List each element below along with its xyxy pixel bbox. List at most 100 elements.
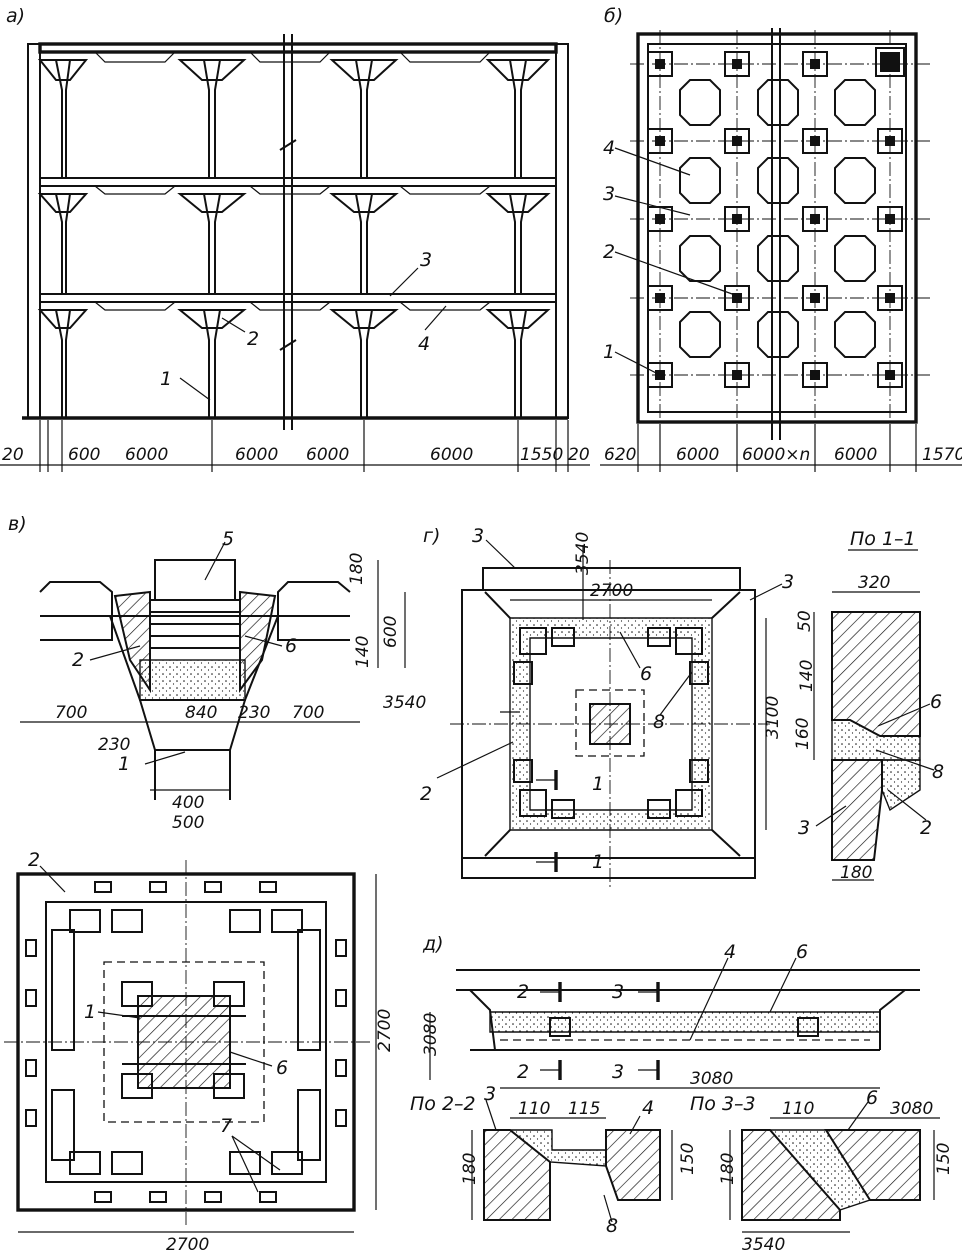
capital-core — [139, 659, 246, 701]
callout-s11-2: 2 — [920, 817, 932, 839]
dim-s11-320: 320 — [858, 573, 890, 593]
dim-a-6: 1550 — [520, 445, 563, 465]
callout-s22-8: 8 — [606, 1215, 618, 1237]
section-3-3-right — [824, 1129, 921, 1201]
callout-a-2: 2 — [247, 328, 259, 350]
panel-d-label: д) — [422, 933, 444, 955]
callout-a-4: 4 — [418, 333, 430, 355]
dim-a-5: 6000 — [430, 445, 473, 465]
panel-a-frame-elevation: а) — [0, 5, 590, 472]
section-1-1-lower — [831, 759, 883, 861]
dim-g-3540-top: 3540 — [573, 532, 593, 575]
callout-g-1a: 1 — [592, 773, 604, 795]
panel-v-capital-section: в) 180 600 140 700 840 230 — [8, 513, 406, 833]
callout-v-6: 6 — [285, 635, 297, 657]
dim-cap-2700-h: 2700 — [166, 1235, 209, 1255]
capital-plan-edge-holes — [25, 881, 347, 1203]
callout-d-3a: 3 — [612, 981, 624, 1003]
capital-rebars — [150, 599, 240, 649]
dim-b-4: 1570 — [922, 445, 962, 465]
dim-a-4: 6000 — [306, 445, 349, 465]
dim-s33-3540: 3540 — [742, 1235, 785, 1255]
panel-b-label: б) — [604, 5, 623, 27]
callout-g-2: 2 — [420, 783, 432, 805]
dim-d-3080-h: 3080 — [690, 1069, 733, 1089]
panel-b-floor-plan: б) — [600, 5, 962, 472]
dim-v-400: 400 — [172, 793, 204, 813]
panel-a-dimensions: 20 600 6000 6000 6000 6000 1550 20 — [0, 420, 590, 472]
section-1-1-upper — [831, 611, 921, 737]
callout-g-8: 8 — [653, 711, 665, 733]
dim-s22-150: 150 — [678, 1143, 698, 1175]
dim-b-2: 6000×n — [742, 445, 810, 465]
plan-break-line — [771, 28, 781, 440]
dim-v-180: 180 — [347, 553, 367, 585]
capital-plan: 2700 2700 2 1 6 7 — [4, 849, 395, 1255]
panel-a-label: а) — [6, 5, 25, 27]
dim-s11-140: 140 — [797, 660, 817, 692]
dim-v-230b: 230 — [98, 735, 130, 755]
dim-v-600: 600 — [381, 616, 401, 648]
capital-plan-leaders — [39, 865, 281, 1193]
panel-a-leaders — [179, 267, 447, 401]
floor-slab-2 — [39, 177, 557, 187]
callout-s22-4: 4 — [642, 1097, 654, 1119]
plan-columns — [655, 52, 900, 380]
dim-g-3100: 3100 — [763, 696, 783, 739]
callout-cap-6: 6 — [276, 1057, 288, 1079]
panel-g-corner-slopes — [484, 591, 741, 857]
panel-g-joint-ring — [509, 617, 713, 831]
callout-v-1: 1 — [118, 753, 130, 775]
callout-d-6: 6 — [796, 941, 808, 963]
callout-g-6: 6 — [640, 663, 652, 685]
section-3-3-left — [741, 1129, 841, 1221]
callout-d-3b: 3 — [612, 1061, 624, 1083]
callout-s11-6: 6 — [930, 691, 942, 713]
panel-g-plan: г) 1 1 — [383, 525, 794, 890]
callout-s33-6: 6 — [866, 1087, 878, 1109]
column-top — [154, 559, 236, 601]
callout-v-5: 5 — [222, 528, 234, 550]
dim-s22-180: 180 — [460, 1153, 480, 1185]
plan-panels — [679, 79, 876, 358]
dim-v-840: 840 — [185, 703, 217, 723]
dim-s22-115: 115 — [568, 1099, 600, 1119]
dim-b-3: 6000 — [834, 445, 877, 465]
panel-b-dimensions: 620 6000 6000×n 6000 1570 — [600, 424, 962, 472]
callout-b-3: 3 — [603, 183, 615, 205]
section-2-2: По 2–2 110 115 180 150 3 4 8 — [410, 1083, 698, 1237]
callout-cap-2: 2 — [28, 849, 40, 871]
section-1-1-dimlines — [813, 591, 920, 881]
panel-v-dimlines — [20, 560, 406, 791]
dim-s33-3080: 3080 — [890, 1099, 933, 1119]
dim-s33-150: 150 — [934, 1143, 954, 1175]
roof-slab — [38, 42, 558, 54]
columns — [37, 59, 551, 418]
plan-outline — [636, 32, 918, 424]
callout-cap-1: 1 — [84, 1001, 96, 1023]
dim-s11-50: 50 — [795, 610, 815, 632]
dim-v-500: 500 — [172, 813, 204, 833]
panel-b-leaders — [614, 147, 736, 376]
dim-s22-110: 110 — [518, 1099, 550, 1119]
callout-s11-3: 3 — [798, 817, 810, 839]
panel-d-joint — [489, 1011, 881, 1033]
panel-v-leaders — [89, 541, 283, 765]
section-3-3-title: По 3–3 — [690, 1093, 756, 1115]
callout-s11-8: 8 — [932, 761, 944, 783]
dim-d-3080-v: 3080 — [421, 1013, 441, 1056]
break-line — [279, 34, 297, 430]
dim-v-700b: 700 — [292, 703, 324, 723]
capital-plan-corner-blocks — [51, 909, 321, 1175]
callout-g-3a: 3 — [472, 525, 484, 547]
panel-v-label: в) — [8, 513, 27, 535]
dim-v-140: 140 — [353, 636, 373, 668]
panel-g-dimlines — [500, 545, 767, 830]
dim-g-2700: 2700 — [590, 581, 633, 601]
callout-b-4: 4 — [603, 137, 615, 159]
dim-cap-2700-v: 2700 — [375, 1009, 395, 1052]
callout-s22-3: 3 — [484, 1083, 496, 1105]
callout-b-2: 2 — [603, 241, 615, 263]
slab-panels — [94, 51, 491, 311]
section-1-1: По 1–1 320 50 140 160 180 6 8 3 2 — [793, 528, 944, 883]
